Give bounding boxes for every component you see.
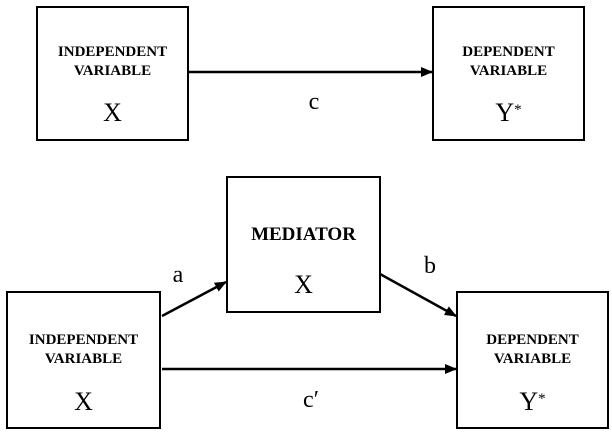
dependent-variable-symbol: Y* [434, 98, 583, 128]
independent-variable-title: INDEPENDENT VARIABLE [8, 331, 159, 369]
title-line-2: VARIABLE [44, 351, 123, 367]
path-c-prime-label: c′ [303, 387, 319, 413]
title-line-1: INDEPENDENT [57, 44, 168, 60]
independent-variable-title: INDEPENDENT VARIABLE [38, 43, 187, 81]
dependent-variable-title: DEPENDENT VARIABLE [458, 331, 607, 369]
title-line-1: INDEPENDENT [28, 332, 139, 348]
title-line-1: DEPENDENT [486, 332, 579, 348]
arrow-b [379, 272, 457, 318]
independent-variable-symbol: X [103, 98, 122, 127]
title-line-2: VARIABLE [469, 63, 548, 79]
dependent-variable-box-bottom: DEPENDENT VARIABLE Y* [456, 291, 609, 429]
mediator-box: MEDIATOR X [226, 176, 381, 313]
mediator-title: MEDIATOR [251, 224, 356, 245]
independent-variable-box-top: INDEPENDENT VARIABLE X [36, 6, 189, 141]
title-line-2: VARIABLE [73, 63, 152, 79]
symbol-text: Y [495, 98, 515, 127]
path-c-label: c [308, 89, 320, 115]
dependent-variable-box-top: DEPENDENT VARIABLE Y* [432, 6, 585, 141]
path-b-label: b [424, 253, 436, 279]
path-a-label: a [172, 262, 184, 288]
independent-variable-box-bottom: INDEPENDENT VARIABLE X [6, 291, 161, 429]
mediator-symbol: X [294, 270, 313, 299]
arrow-a [161, 280, 227, 318]
dependent-variable-symbol: Y* [458, 387, 607, 417]
dependent-variable-title: DEPENDENT VARIABLE [434, 43, 583, 81]
title-line-1: DEPENDENT [462, 44, 555, 60]
independent-variable-symbol: X [74, 387, 93, 416]
symbol-superscript: * [538, 391, 546, 407]
symbol-text: Y [519, 387, 539, 416]
title-line-2: VARIABLE [493, 351, 572, 367]
symbol-superscript: * [514, 102, 522, 118]
